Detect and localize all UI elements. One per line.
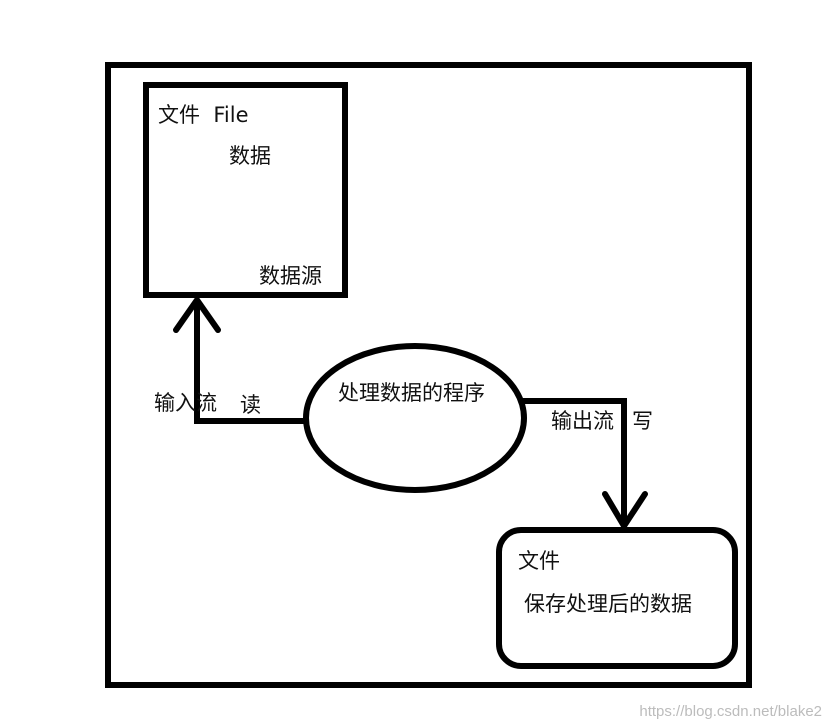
dest-file-content: 保存处理后的数据 (524, 592, 692, 616)
dest-file-box (496, 527, 738, 669)
input-stream-arrow (194, 300, 306, 424)
output-stream-action: 写 (632, 409, 653, 433)
source-data-label: 数据 (229, 144, 271, 168)
outer-frame (105, 62, 752, 688)
input-arrowhead (173, 297, 221, 333)
output-stream-label: 输出流 (551, 409, 614, 433)
source-file-title: 文件 File (158, 103, 249, 127)
watermark: https://blog.csdn.net/blake2 (639, 703, 822, 720)
process-label: 处理数据的程序 (338, 381, 485, 405)
input-stream-label: 输入流 (154, 391, 217, 415)
source-label: 数据源 (259, 264, 322, 288)
source-file-box (143, 82, 348, 298)
output-arrowhead (602, 491, 648, 529)
input-stream-action: 读 (240, 393, 261, 417)
dest-file-title: 文件 (518, 549, 560, 573)
output-stream-arrow (522, 398, 627, 526)
process-ellipse (303, 343, 527, 493)
